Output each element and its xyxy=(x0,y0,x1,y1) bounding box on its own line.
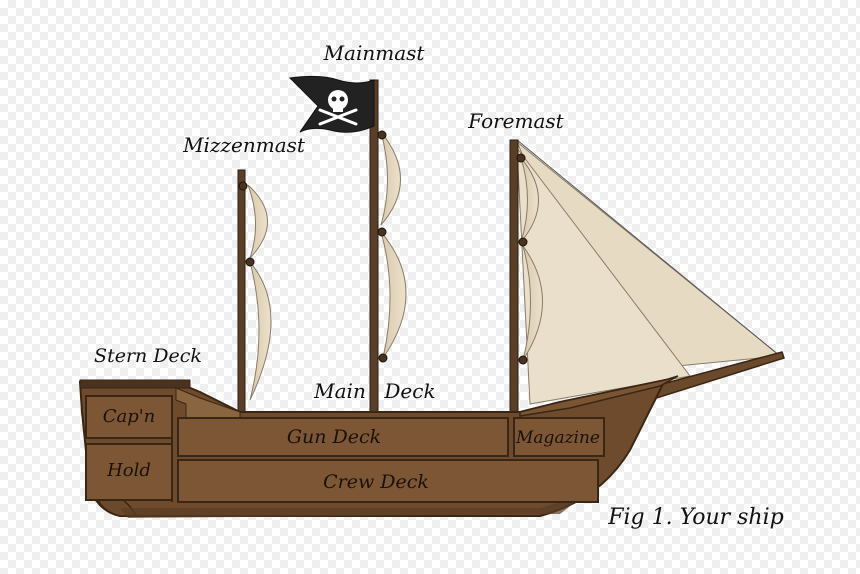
yard-knobs xyxy=(238,130,528,365)
gun-deck-room xyxy=(177,417,509,457)
mizzen-top-sail xyxy=(247,184,268,259)
main-top-sail xyxy=(380,131,401,226)
crew-deck-room xyxy=(177,459,599,503)
crew-deck-label: Crew Deck xyxy=(323,471,429,493)
hold-label: Hold xyxy=(106,460,151,481)
hold-room xyxy=(85,443,173,501)
mainmast xyxy=(369,79,379,417)
mizzen-lower-sail xyxy=(249,261,272,401)
jib-sails xyxy=(516,139,782,405)
main-lower-sail xyxy=(380,231,407,359)
compartments xyxy=(85,395,605,503)
jolly-roger-flag-icon xyxy=(288,75,375,133)
gun-deck-label: Gun Deck xyxy=(287,426,381,448)
stern-deck-label: Stern Deck xyxy=(94,345,202,367)
fore-stay xyxy=(516,139,781,357)
capn-label: Cap'n xyxy=(103,406,156,427)
caption-label: Fig 1. Your ship xyxy=(607,505,783,530)
mizzenmast xyxy=(237,169,246,417)
compartment-labels: Cap'n Hold Gun Deck Magazine Crew Deck xyxy=(103,406,600,493)
foremast xyxy=(509,139,519,417)
capn-room xyxy=(85,395,173,439)
main-deck-label-right: Deck xyxy=(383,379,435,403)
main-deck-label-left: Main xyxy=(313,379,366,403)
magazine-label: Magazine xyxy=(515,428,600,448)
square-sails xyxy=(247,131,543,401)
mizzenmast-label: Mizzenmast xyxy=(182,133,306,157)
inner-jib-sail xyxy=(516,146,691,405)
mainmast-label: Mainmast xyxy=(323,41,426,65)
magazine-room xyxy=(513,417,605,457)
diagram-labels: Mainmast Mizzenmast Foremast Stern Deck … xyxy=(94,41,784,530)
skull-icon xyxy=(328,90,348,110)
foremast-label: Foremast xyxy=(467,109,564,133)
